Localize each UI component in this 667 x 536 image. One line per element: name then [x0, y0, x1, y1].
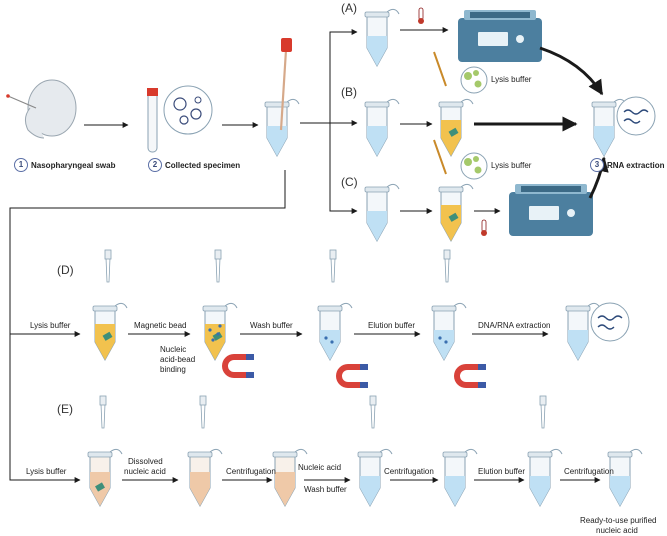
lysis-buffer-circle-c [460, 152, 488, 180]
section-e-label: (E) [57, 402, 73, 416]
branch-c-lysis-tube [433, 139, 474, 242]
branch-b-label: (B) [341, 85, 357, 99]
branch-b-lysis-tube [433, 51, 474, 157]
d-elution-label: Elution buffer [368, 321, 415, 330]
thermometer-icon-c [481, 219, 487, 236]
d-magnet-2 [336, 364, 368, 388]
e-centrifugation-label-2: Centrifugation [384, 467, 434, 476]
e-elution-label: Elution buffer [478, 467, 525, 476]
rna-extraction-label: RNA extraction [607, 161, 665, 170]
branch-a-tube [364, 8, 400, 67]
lysis-buffer-b-label: Lysis buffer [491, 75, 532, 84]
e-dissolved-tube [187, 395, 223, 507]
e-lysis-tube [87, 395, 123, 507]
d-magnet-3 [454, 364, 486, 388]
thermometer-icon [418, 7, 424, 24]
specimen-label: Collected specimen [165, 161, 241, 170]
step-1-number: 1 [14, 158, 28, 172]
d-binding-label-2: acid-bead [160, 355, 196, 364]
step-3-number: 3 [590, 158, 604, 172]
d-binding-label-3: binding [160, 365, 186, 374]
e-nucleic-acid-label: Nucleic acid [298, 463, 342, 472]
branch-b-tube [364, 98, 400, 157]
e-centrifuged-tube [272, 448, 308, 507]
d-bead-tube [202, 249, 238, 361]
e-wash-label: Wash buffer [304, 485, 347, 494]
rna-extraction-tube [591, 96, 656, 157]
e-final-tube [607, 448, 643, 507]
e-centrifugation-label-3: Centrifugation [564, 467, 614, 476]
d-elution-tube [431, 249, 467, 361]
step-2-number: 2 [148, 158, 162, 172]
patient-head-illustration [6, 79, 77, 139]
arrow-heater-a-to-rna [539, 46, 604, 96]
d-result-tube [565, 302, 630, 361]
lysis-buffer-circle-b [460, 66, 488, 94]
d-magnetic-label: Magnetic bead [134, 321, 187, 330]
swab-label: Nasopharyngeal swab [31, 161, 116, 170]
d-wash-label: Wash buffer [250, 321, 293, 330]
d-magnet-1 [222, 354, 254, 378]
branch-c-label: (C) [341, 175, 358, 189]
e-centrifuged-tube-2 [442, 448, 478, 507]
heater-device-a [458, 10, 542, 62]
e-dissolved-label-1: Dissolved [128, 457, 163, 466]
section-d-label: (D) [57, 263, 74, 277]
heater-device-c [509, 184, 593, 236]
e-dissolved-label-2: nucleic acid [124, 467, 166, 476]
e-centrifugation-label-1: Centrifugation [226, 467, 276, 476]
e-wash-tube [357, 395, 393, 507]
e-lysis-label: Lysis buffer [26, 467, 67, 476]
specimen-tube [147, 88, 158, 153]
arrow-to-branch-c [329, 123, 358, 214]
arrow-to-branch-a [300, 29, 358, 124]
d-binding-label-1: Nucleic [160, 345, 187, 354]
e-ready-label-2: nucleic acid [596, 526, 638, 535]
d-lysis-label: Lysis buffer [30, 321, 71, 330]
swab-in-tube [264, 38, 300, 157]
branch-c-tube [364, 183, 400, 242]
d-lysis-tube [92, 249, 128, 361]
d-extraction-label: DNA/RNA extraction [478, 321, 551, 330]
e-elution-tube [527, 395, 563, 507]
e-ready-label-1: Ready-to-use purified [580, 516, 657, 525]
lysis-buffer-c-label: Lysis buffer [491, 161, 532, 170]
branch-a-label: (A) [341, 1, 357, 15]
d-wash-tube [317, 249, 353, 361]
virus-magnified-circle [163, 85, 213, 135]
